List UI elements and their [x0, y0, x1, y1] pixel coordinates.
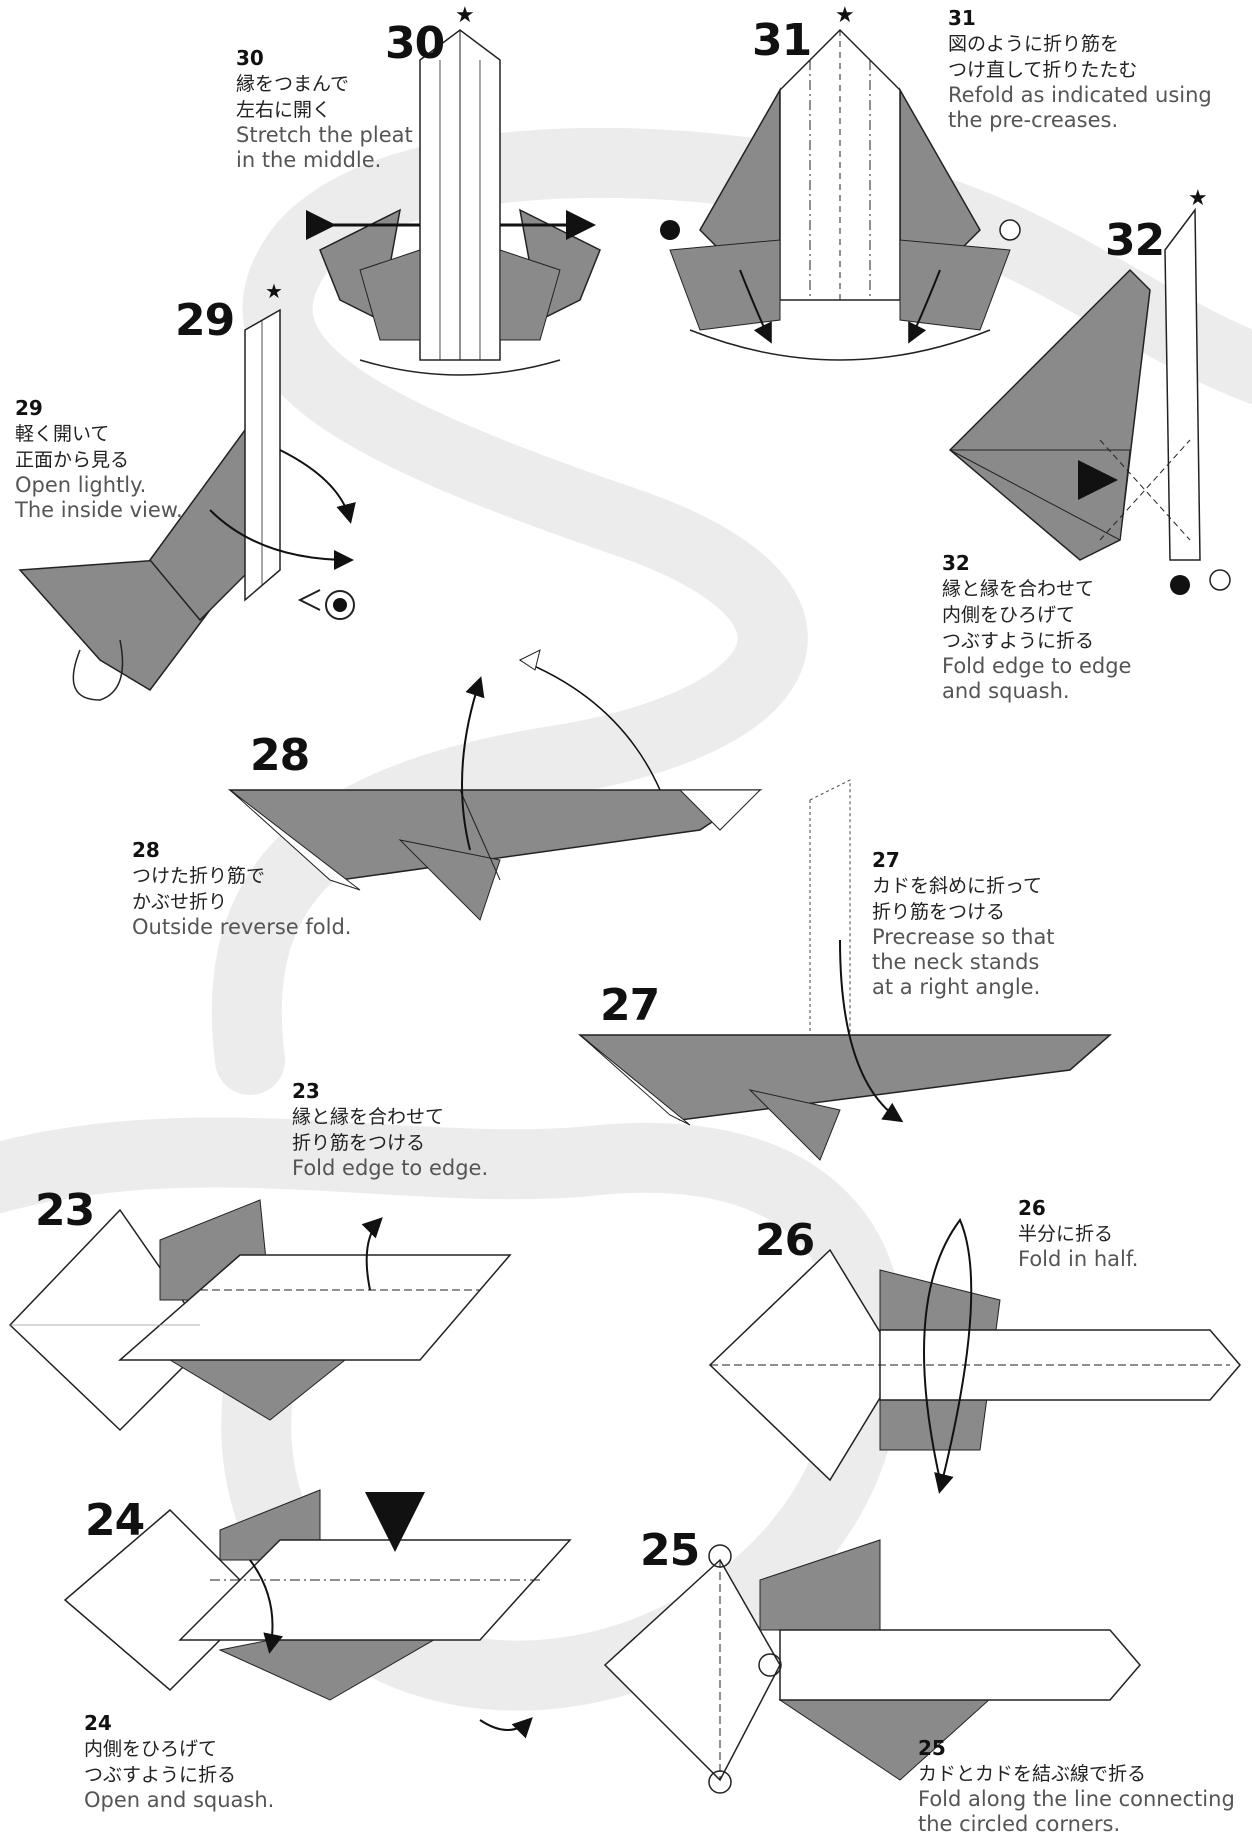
caption-step32: 32 縁と縁を合わせて 内側をひろげて つぶすように折る Fold edge t… [942, 550, 1192, 704]
caption-step25: 25 カドとカドを結ぶ線で折る Fold along the line conn… [918, 1735, 1248, 1837]
caption-en-line: Refold as indicated using [948, 83, 1212, 107]
caption-jp-line: 左右に開く [236, 99, 332, 121]
caption-jp-line: 内側をひろげて [84, 1738, 218, 1760]
caption-jp-line: カドとカドを結ぶ線で折る [918, 1763, 1147, 1785]
step24-figure [63, 1489, 572, 1701]
circle-marker-icon [999, 219, 1021, 241]
caption-number: 30 [236, 46, 264, 70]
caption-en-line: Open and squash. [84, 1788, 275, 1812]
star-icon: ★ [835, 3, 855, 28]
caption-step30: 30 縁をつまんで 左右に開く Stretch the pleat in the… [236, 45, 446, 173]
caption-number: 32 [942, 551, 970, 575]
step-number-27: 27 [600, 980, 660, 1031]
step29-figure: ★ [18, 279, 356, 701]
caption-en-line: Stretch the pleat [236, 123, 413, 147]
caption-en-line: the neck stands [872, 950, 1040, 974]
caption-number: 29 [15, 396, 43, 420]
circle-marker-icon [1209, 569, 1231, 591]
star-icon: ★ [455, 3, 475, 28]
step-number-26: 26 [755, 1215, 815, 1266]
step-number-29: 29 [175, 295, 235, 346]
caption-step23: 23 縁と縁を合わせて 折り筋をつける Fold edge to edge. [292, 1078, 552, 1181]
circle-marker-icon [708, 1544, 732, 1568]
dot-marker-icon [660, 220, 680, 240]
caption-number: 25 [918, 1736, 946, 1760]
caption-jp-line: つけた折り筋で [132, 865, 266, 887]
caption-jp-line: 折り筋をつける [872, 901, 1006, 923]
caption-en-line: Fold edge to edge. [292, 1156, 489, 1180]
caption-en-line: Open lightly. [15, 473, 147, 497]
caption-step31: 31 図のように折り筋を つけ直して折りたたむ Refold as indica… [948, 5, 1248, 133]
eye-icon [297, 589, 355, 620]
step26-figure [708, 1218, 1241, 1494]
caption-jp-line: 縁と縁を合わせて [942, 578, 1095, 600]
caption-step28: 28 つけた折り筋で かぶせ折り Outside reverse fold. [132, 837, 392, 940]
caption-number: 27 [872, 848, 900, 872]
caption-number: 24 [84, 1711, 112, 1735]
caption-en-line: and squash. [942, 679, 1070, 703]
caption-en-line: in the middle. [236, 148, 382, 172]
step28-figure [227, 649, 763, 921]
step-number-31: 31 [752, 15, 812, 66]
step23-figure [8, 1199, 512, 1432]
caption-jp-line: つけ直して折りたたむ [948, 59, 1138, 81]
caption-jp-line: 縁をつまんで [236, 73, 350, 95]
caption-jp-line: 縁と縁を合わせて [292, 1106, 445, 1128]
star-icon: ★ [1188, 186, 1208, 211]
star-icon: ★ [265, 279, 283, 303]
caption-en-line: Fold edge to edge [942, 654, 1132, 678]
caption-jp-line: 内側をひろげて [942, 604, 1076, 626]
caption-number: 31 [948, 6, 976, 30]
caption-en-line: The inside view. [15, 498, 183, 522]
step-number-30: 30 [385, 18, 445, 69]
caption-jp-line: つぶすように折る [84, 1764, 237, 1786]
caption-jp-line: 折り筋をつける [292, 1132, 426, 1154]
caption-jp-line: 正面から見る [15, 449, 130, 471]
step-number-32: 32 [1105, 215, 1165, 266]
caption-en-line: the pre-creases. [948, 108, 1119, 132]
step32-figure: ★ [948, 186, 1231, 595]
step31-figure: ★ [660, 3, 1021, 361]
caption-jp-line: かぶせ折り [132, 891, 228, 913]
circle-marker-icon [758, 1653, 782, 1677]
step-number-23: 23 [35, 1185, 95, 1236]
caption-en-line: Fold along the line connecting [918, 1787, 1235, 1811]
dot-marker-icon [1170, 575, 1190, 595]
step-number-24: 24 [85, 1495, 145, 1546]
caption-step27: 27 カドを斜めに折って 折り筋をつける Precrease so that t… [872, 847, 1112, 1000]
step25-figure [479, 1539, 1141, 1794]
circle-marker-icon [708, 1770, 732, 1794]
caption-jp-line: 図のように折り筋を [948, 33, 1120, 55]
step27-figure [577, 779, 1112, 1161]
caption-en-line: Outside reverse fold. [132, 915, 352, 939]
step-number-28: 28 [250, 730, 310, 781]
caption-step24: 24 内側をひろげて つぶすように折る Open and squash. [84, 1710, 324, 1813]
caption-number: 26 [1018, 1196, 1046, 1220]
caption-step29: 29 軽く開いて 正面から見る Open lightly. The inside… [15, 395, 235, 523]
caption-jp-line: 軽く開いて [15, 423, 110, 445]
step30-figure: ★ [306, 3, 601, 376]
step-number-25: 25 [640, 1525, 700, 1576]
caption-number: 28 [132, 838, 160, 862]
caption-en-line: Precrease so that [872, 925, 1055, 949]
caption-en-line: at a right angle. [872, 975, 1041, 999]
caption-jp-line: つぶすように折る [942, 630, 1095, 652]
caption-en-line: the circled corners. [918, 1812, 1121, 1836]
caption-jp-line: 半分に折る [1018, 1223, 1114, 1245]
caption-number: 23 [292, 1079, 320, 1103]
caption-en-line: Fold in half. [1018, 1247, 1139, 1271]
caption-jp-line: カドを斜めに折って [872, 875, 1043, 897]
caption-step26: 26 半分に折る Fold in half. [1018, 1195, 1218, 1272]
